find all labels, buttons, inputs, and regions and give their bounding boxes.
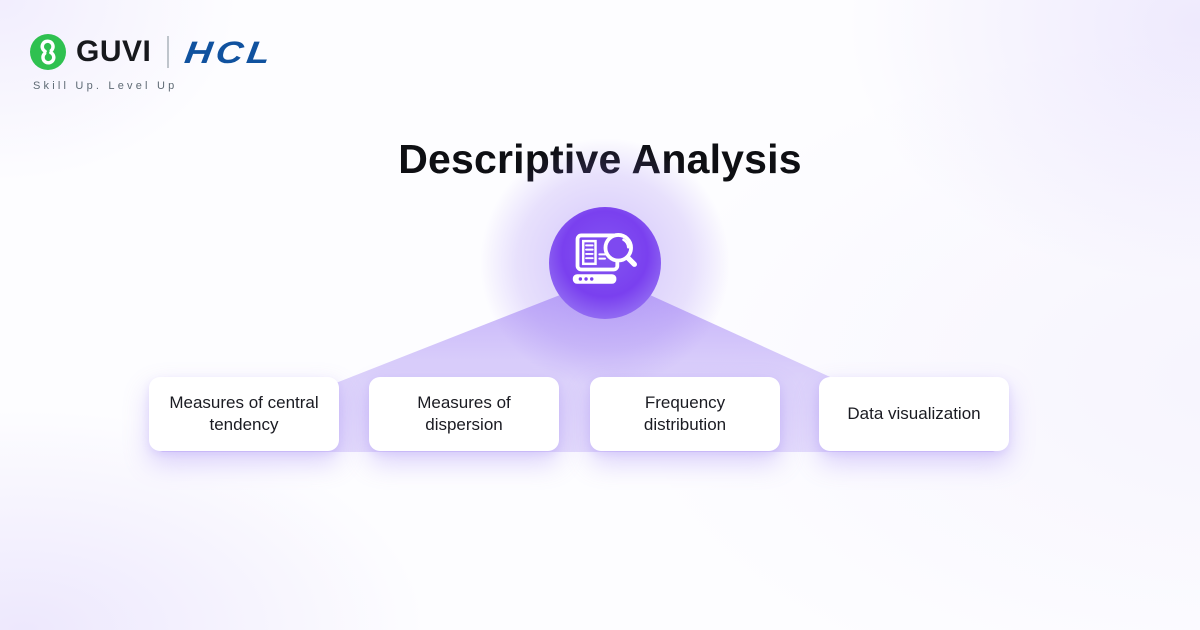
funnel-connector-shape (160, 295, 995, 452)
center-icon-circle (549, 207, 661, 319)
hcl-wordmark: HCL (182, 34, 277, 70)
node-measures-of-dispersion: Measures of dispersion (369, 377, 559, 451)
node-label: Frequency distribution (643, 392, 727, 434)
brand-bar: GUVI HCL (30, 34, 277, 70)
guvi-logo-icon (30, 34, 66, 70)
node-label: Data visualization (847, 403, 981, 423)
brand-tagline: Skill Up. Level Up (33, 80, 178, 92)
document-search-icon (569, 230, 641, 297)
logo-divider (167, 36, 170, 68)
guvi-wordmark: GUVI (76, 35, 152, 68)
node-label: Measures of dispersion (417, 392, 511, 434)
node-measures-of-central-tendency: Measures of central tendency (149, 377, 339, 451)
node-label: Measures of central tendency (169, 392, 319, 434)
node-data-visualization: Data visualization (819, 377, 1009, 451)
page-title: Descriptive Analysis (398, 136, 802, 182)
node-frequency-distribution: Frequency distribution (590, 377, 780, 451)
